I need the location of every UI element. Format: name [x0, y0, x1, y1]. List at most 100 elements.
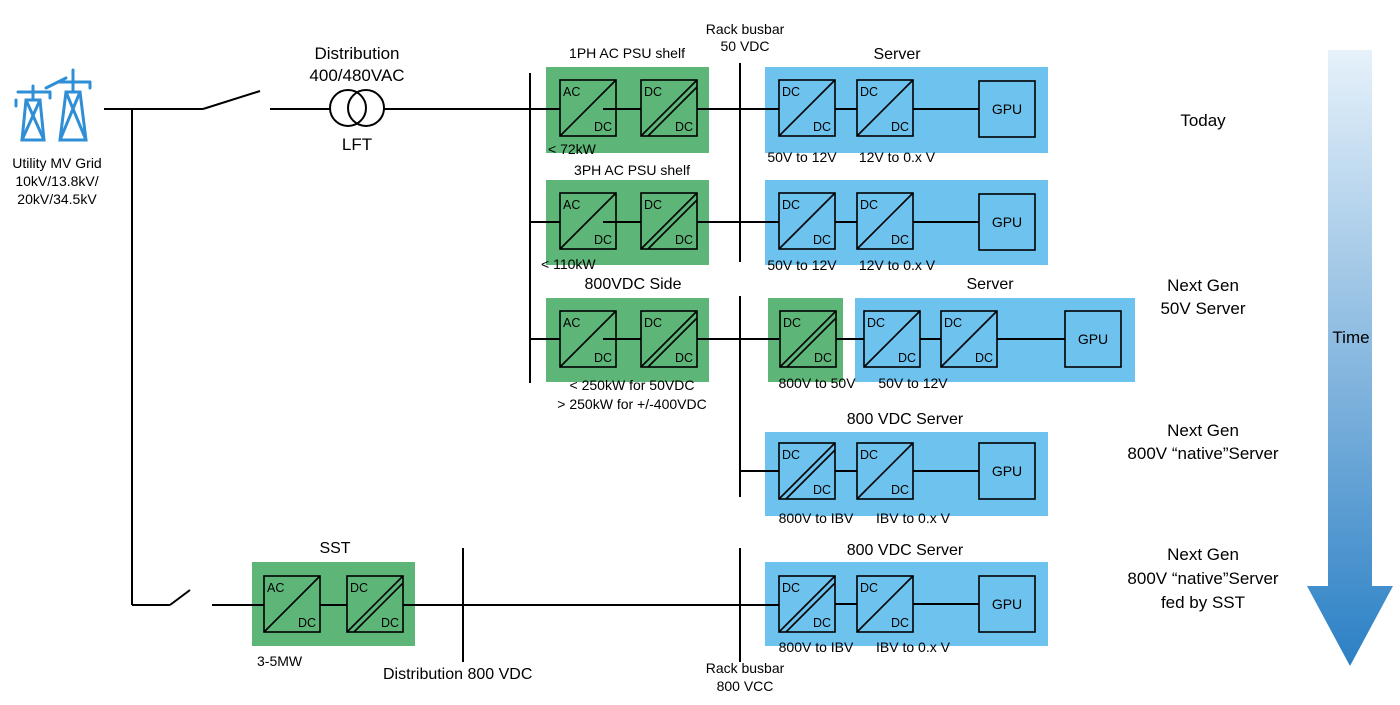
- shelf-row1-ac-dc-output-label: DC: [594, 120, 612, 134]
- shelf-row2-ac-dc-output-label: DC: [594, 233, 612, 247]
- gpu-row2-label: GPU: [992, 214, 1022, 230]
- grid-label-line1: Utility MV Grid: [12, 155, 101, 171]
- server-row5-conv1: DC DC: [778, 575, 836, 633]
- shelf-title-row1: 1PH AC PSU shelf: [569, 45, 685, 61]
- era-label-row5-line3: fed by SST: [1161, 593, 1245, 612]
- shelf-note-row1: < 72kW: [548, 141, 597, 157]
- server-row3-800v-conv-diagonal: [779, 310, 837, 368]
- server-row3-conv1-output-label: DC: [898, 351, 916, 365]
- shelf-row3-dc-dc-diagonal-2: [647, 317, 698, 368]
- stage-label-row3-b: 50V to 12V: [878, 375, 948, 391]
- era-label-today: Today: [1180, 111, 1226, 130]
- server-row4-conv2-frame: [856, 442, 914, 500]
- shelf-title-row2: 3PH AC PSU shelf: [574, 162, 690, 178]
- shelf-row2-dc-dc-output-label: DC: [675, 233, 693, 247]
- sst-dc-dc-frame: [346, 575, 404, 633]
- server-row2-conv2-frame: [856, 192, 914, 250]
- shelf-row2-dc-dc-frame: [640, 192, 698, 250]
- rack-busbar-top-line2: 50 VDC: [720, 38, 769, 54]
- shelf-row2-dc-dc: DC DC: [640, 192, 698, 250]
- grid-label-line3: 20kV/34.5kV: [17, 191, 97, 207]
- labels: Utility MV Grid 10kV/13.8kV/ 20kV/34.5kV…: [12, 21, 1279, 694]
- server-row4-conv1-diagonal-2: [785, 449, 836, 500]
- shelf-note-row3-line1: < 250kW for 50VDC: [570, 377, 695, 393]
- server-title-row3: Server: [966, 276, 1014, 293]
- stage-label-row4-b: IBV to 0.x V: [876, 510, 951, 526]
- gpu-row5: GPU: [978, 575, 1036, 633]
- sst-dc-dc-diagonal-2: [353, 582, 404, 633]
- transformer-lft: [329, 89, 385, 127]
- sst-dc-dc-input-label: DC: [350, 581, 368, 595]
- shelf-row2-dc-dc-input-label: DC: [644, 198, 662, 212]
- transformer-label: LFT: [342, 135, 372, 154]
- stage-label-row5-a: 800V to IBV: [779, 639, 854, 655]
- server-row4-conv2-diagonal: [856, 442, 914, 500]
- shelf-row2-dc-dc-diagonal-2: [647, 199, 698, 250]
- gpu-row2-frame: [978, 193, 1036, 251]
- shelf-row3-dc-dc-input-label: DC: [644, 316, 662, 330]
- server-row5-conv2-diagonal: [856, 575, 914, 633]
- stage-label-row1-b: 12V to 0.x V: [859, 149, 936, 165]
- server-row2-conv2-input-label: DC: [860, 198, 878, 212]
- era-label-row4-line1: Next Gen: [1167, 421, 1239, 440]
- time-arrow-shape: [1307, 50, 1393, 666]
- server-row5-conv1-diagonal: [778, 575, 836, 633]
- era-label-row5-line2: 800V “native”Server: [1127, 569, 1279, 588]
- rack-busbar-bottom-line1: Rack busbar: [706, 660, 785, 676]
- stage-label-row4-a: 800V to IBV: [779, 510, 854, 526]
- sst-dc-dc-output-label: DC: [381, 616, 399, 630]
- stage-label-row3-a: 800V to 50V: [778, 375, 856, 391]
- server-row2-conv2-output-label: DC: [891, 233, 909, 247]
- server-row1-conv2-output-label: DC: [891, 120, 909, 134]
- rack-busbar-top-line1: Rack busbar: [706, 21, 785, 37]
- gpu-row1-frame: [978, 80, 1036, 138]
- server-row5-conv1-diagonal-2: [785, 582, 836, 633]
- shelf-row2-ac-dc-diagonal: [559, 192, 617, 250]
- server-row5-conv1-frame: [778, 575, 836, 633]
- gpu-row3: GPU: [1064, 310, 1122, 368]
- server-row5-conv1-output-label: DC: [813, 616, 831, 630]
- server-row1-conv1-diagonal: [778, 79, 836, 137]
- shelf-row1-dc-dc-output-label: DC: [675, 120, 693, 134]
- gpu-row4: GPU: [978, 442, 1036, 500]
- converters-layer: ACDCDCDCACDCDCDCACDCDCDCDCDCDCDCDCDCDCDC…: [263, 79, 998, 633]
- shelf-row1-dc-dc-diagonal-2: [647, 86, 698, 137]
- sst-ac-dc-frame: [263, 575, 321, 633]
- stage-label-row5-b: IBV to 0.x V: [876, 639, 951, 655]
- gpu-row4-label: GPU: [992, 463, 1022, 479]
- gpu-row1: GPU: [978, 80, 1036, 138]
- server-row3-conv2-frame: [940, 310, 998, 368]
- server-row2-conv1-input-label: DC: [782, 198, 800, 212]
- shelf-row1-dc-dc-diagonal: [640, 79, 698, 137]
- transmission-tower-icon: [14, 68, 92, 142]
- shelf-row3-dc-dc-frame: [640, 310, 698, 368]
- server-row1-conv2-input-label: DC: [860, 85, 878, 99]
- server-box-row4: [765, 432, 1048, 516]
- sst-ac-dc-diagonal: [263, 575, 321, 633]
- server-row1-conv1-frame: [778, 79, 836, 137]
- server-row5-conv1-input-label: DC: [782, 581, 800, 595]
- server-row5-conv2-frame: [856, 575, 914, 633]
- gpu-row1-label: GPU: [992, 101, 1022, 117]
- shelf-note-row2: < 110kW: [541, 256, 596, 272]
- server-row1-conv1-input-label: DC: [782, 85, 800, 99]
- gpu-row3-frame: [1064, 310, 1122, 368]
- server-row4-conv1-input-label: DC: [782, 448, 800, 462]
- shelf-row2-ac-dc-input-label: AC: [563, 198, 580, 212]
- sst-title: SST: [319, 540, 350, 557]
- server-row4-conv2-output-label: DC: [891, 483, 909, 497]
- server-row3-conv1-diagonal: [863, 310, 921, 368]
- server-title-row4: 800 VDC Server: [847, 411, 964, 428]
- server-row3-800v-conv-diagonal-2: [786, 317, 837, 368]
- server-row3-800v-conv-output-label: DC: [814, 351, 832, 365]
